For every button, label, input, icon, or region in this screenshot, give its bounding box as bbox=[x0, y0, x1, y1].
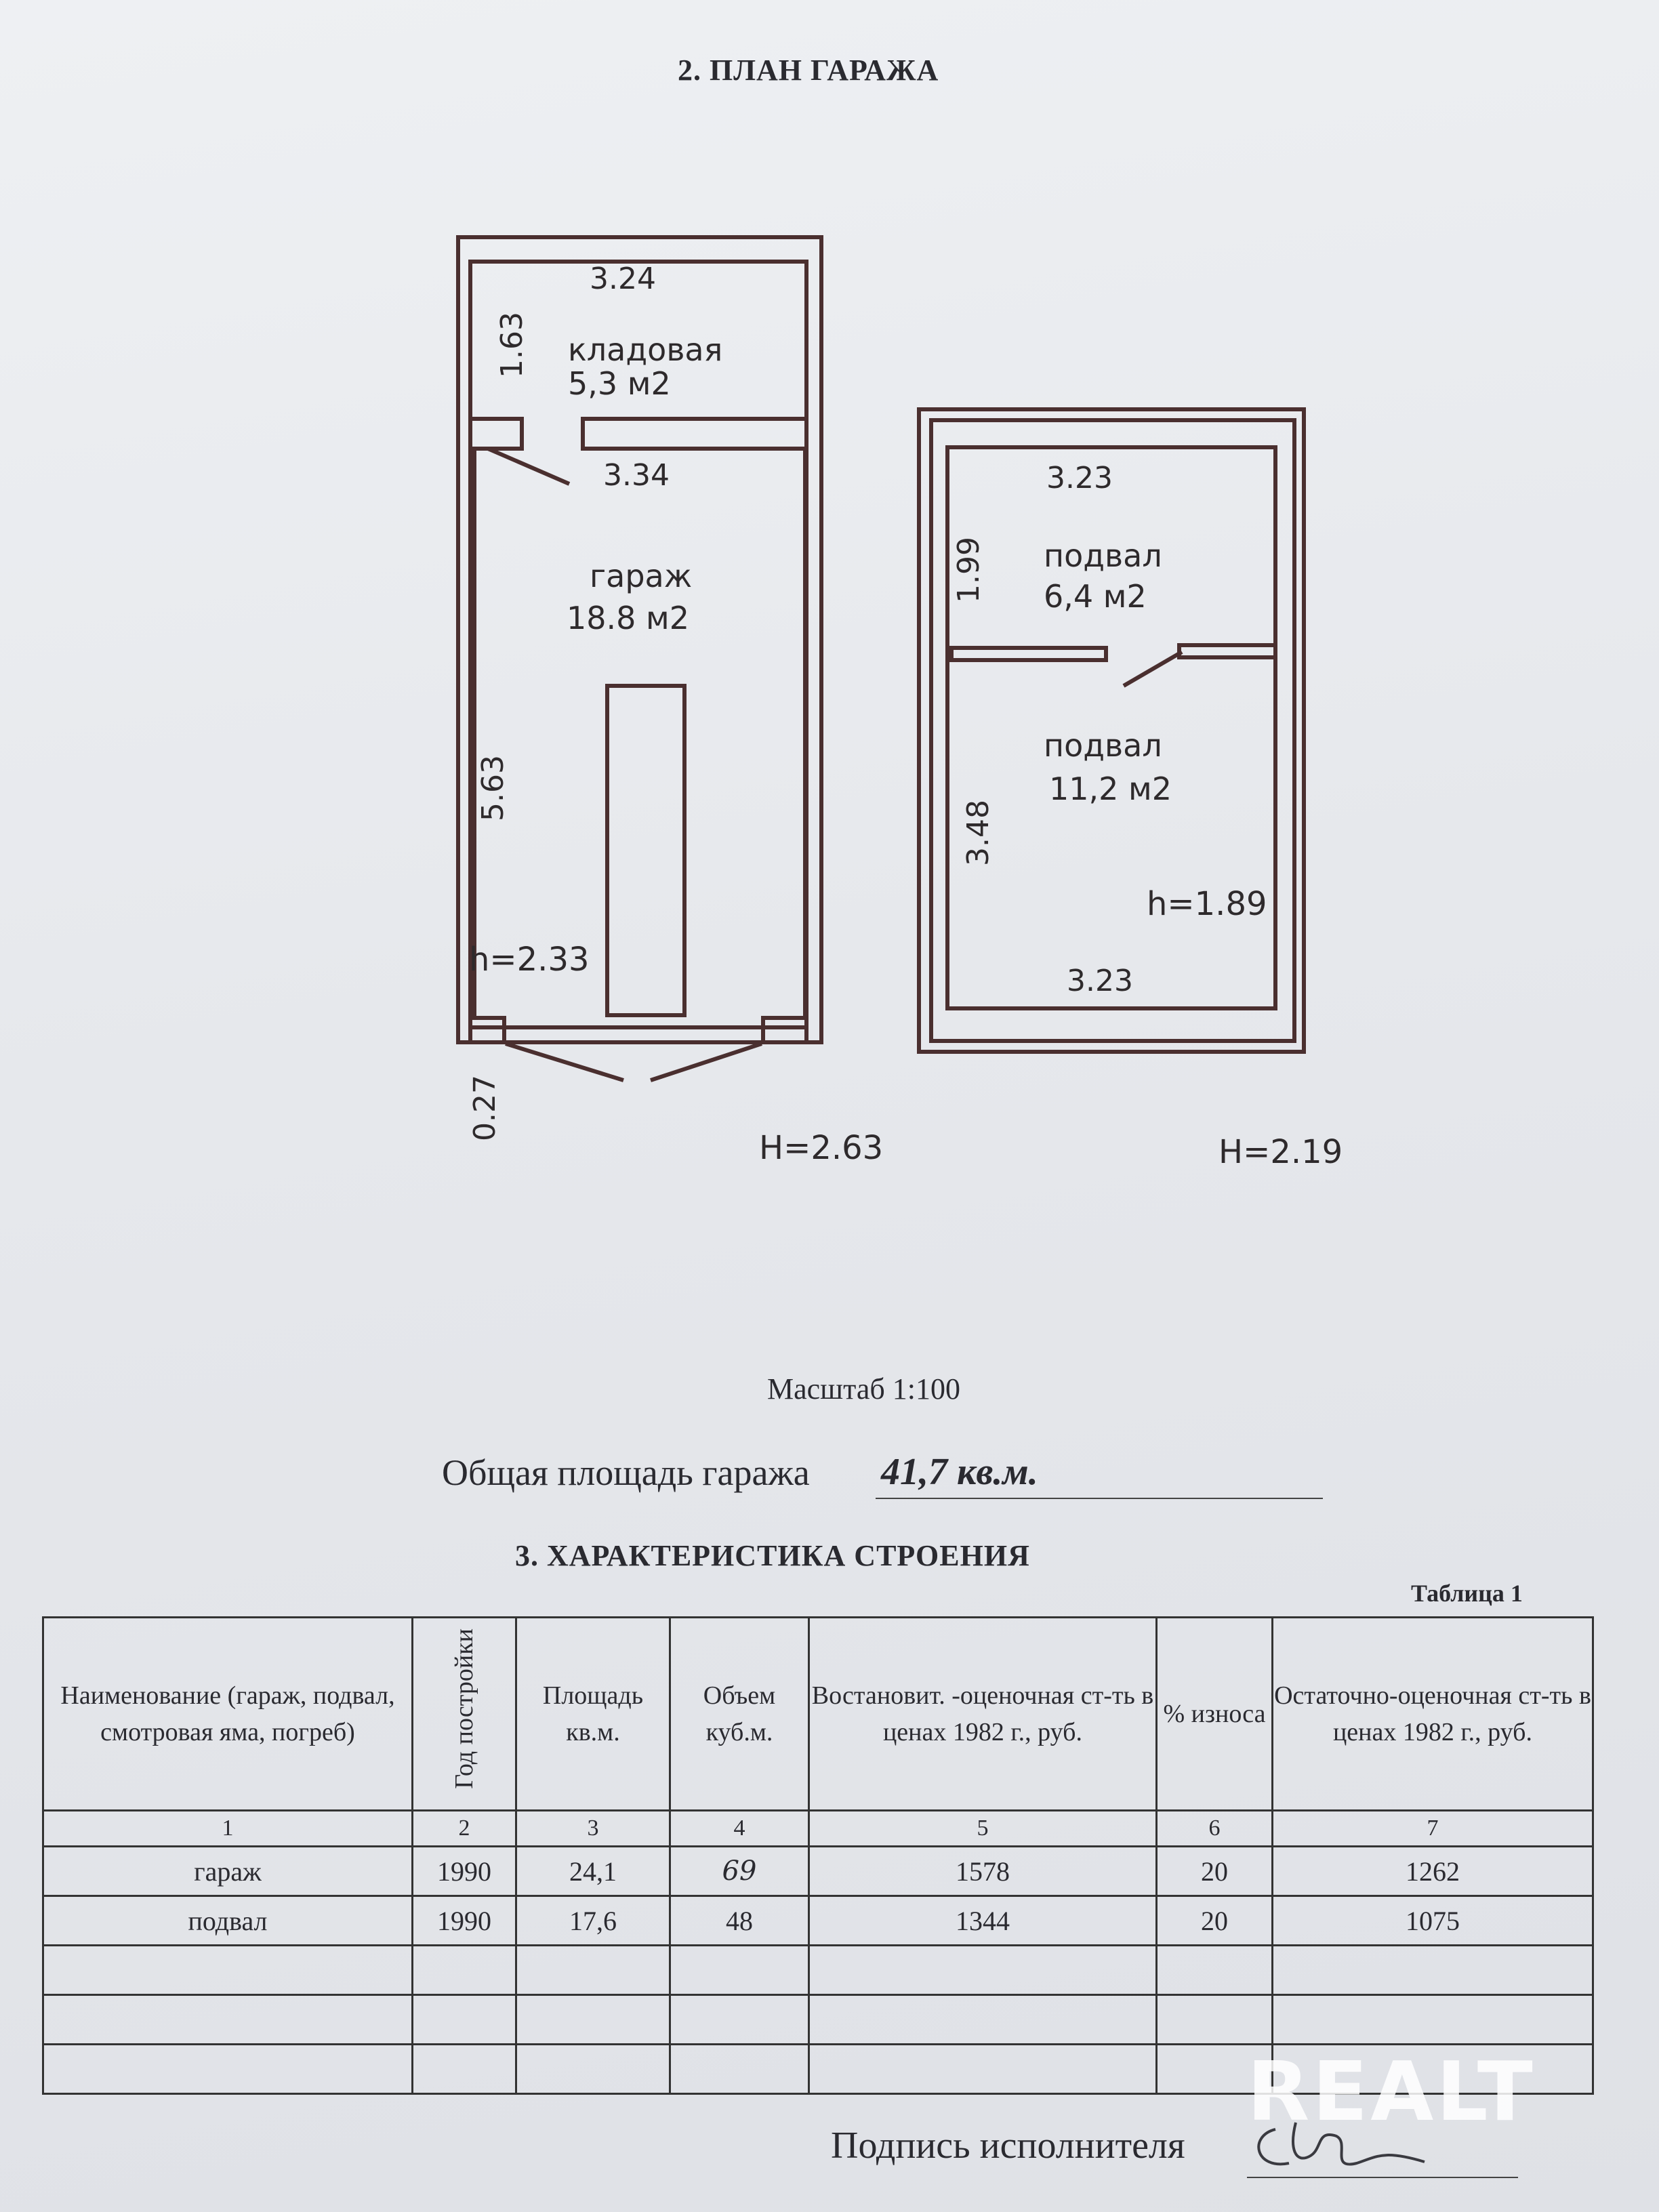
cellar-lower-name: подвал bbox=[1044, 727, 1162, 764]
garage-area: 18.8 м2 bbox=[567, 600, 689, 636]
table-cell: 20 bbox=[1155, 1895, 1273, 1946]
table-cell bbox=[808, 1994, 1158, 2045]
plan-heading: 2. ПЛАН ГАРАЖА bbox=[678, 54, 939, 87]
storage-area: 5,3 м2 bbox=[568, 365, 671, 402]
cellar-lower-dim-side: 3.48 bbox=[961, 800, 996, 866]
table-header-row: Наименование (гараж, подвал, смотровая я… bbox=[42, 1616, 1594, 1811]
storage-dim-top: 3.24 bbox=[590, 262, 656, 296]
table-cell bbox=[42, 1994, 413, 2045]
signature-underline bbox=[1247, 2177, 1518, 2178]
table-cell: 20 bbox=[1155, 1845, 1273, 1897]
table-cell: 1578 bbox=[808, 1845, 1158, 1897]
table-cell: 24,1 bbox=[515, 1845, 671, 1897]
table-cell bbox=[808, 2043, 1158, 2095]
col-residual-cost-header: Остаточно-оценочная ст-ть в ценах 1982 г… bbox=[1271, 1616, 1594, 1811]
table-cell bbox=[42, 1944, 413, 1996]
table-label: Таблица 1 bbox=[1411, 1580, 1523, 1607]
table-cell: 1990 bbox=[411, 1895, 517, 1946]
table-cell bbox=[1271, 1994, 1594, 2045]
table-cell: гараж bbox=[42, 1845, 413, 1897]
scale-label: Масштаб 1:100 bbox=[767, 1372, 960, 1406]
table-cell: 17,6 bbox=[515, 1895, 671, 1946]
signature-scribble bbox=[1257, 2122, 1425, 2166]
table-row-empty bbox=[42, 2043, 1594, 2095]
col-volume-header: Объем куб.м. bbox=[669, 1616, 810, 1811]
garage-name: гараж bbox=[590, 558, 692, 594]
cellar-upper-dim-side: 1.99 bbox=[951, 537, 986, 603]
table-cell bbox=[515, 2043, 671, 2095]
col-wear-header: % износа bbox=[1155, 1616, 1273, 1811]
cellar-lower-height: h=1.89 bbox=[1147, 885, 1267, 923]
table-cell: подвал bbox=[42, 1895, 413, 1946]
cellar-lower-area: 11,2 м2 bbox=[1049, 771, 1172, 807]
table-cell bbox=[515, 1944, 671, 1996]
table-cell bbox=[411, 1944, 517, 1996]
cellar-total-height: H=2.19 bbox=[1218, 1133, 1343, 1171]
table-row-garage: гараж 1990 24,1 69 1578 20 1262 bbox=[42, 1845, 1594, 1897]
table-row-cellar: подвал 1990 17,6 48 1344 20 1075 bbox=[42, 1895, 1594, 1946]
characteristics-heading: 3. ХАРАКТЕРИСТИКА СТРОЕНИЯ bbox=[515, 1539, 1030, 1572]
total-area-label: Общая площадь гаража bbox=[442, 1452, 810, 1493]
table-cell bbox=[1271, 1944, 1594, 1996]
table-cell: 1262 bbox=[1271, 1845, 1594, 1897]
table-column-numbers: 1 2 3 4 5 6 7 bbox=[42, 1809, 1594, 1847]
storage-dim-bottom: 3.34 bbox=[603, 458, 670, 493]
total-area-underline bbox=[876, 1498, 1323, 1499]
cellar-upper-name: подвал bbox=[1044, 537, 1162, 574]
table-cell bbox=[1155, 2043, 1273, 2095]
table-cell bbox=[808, 1944, 1158, 1996]
col-replacement-cost-header: Востановит. -оценочная ст-ть в ценах 198… bbox=[808, 1616, 1158, 1811]
col-year-header: Год постройки bbox=[411, 1616, 517, 1811]
table-cell bbox=[411, 2043, 517, 2095]
col-area-header: Площадь кв.м. bbox=[515, 1616, 671, 1811]
garage-dim-side: 5.63 bbox=[476, 755, 510, 821]
table-cell bbox=[1271, 2043, 1594, 2095]
garage-total-height: H=2.63 bbox=[759, 1129, 883, 1167]
table-cell bbox=[1155, 1944, 1273, 1996]
table-cell bbox=[515, 1994, 671, 2045]
total-area-value: 41,7 кв.м. bbox=[881, 1451, 1038, 1493]
table-cell bbox=[42, 2043, 413, 2095]
characteristics-table: Наименование (гараж, подвал, смотровая я… bbox=[42, 1616, 1594, 2095]
col-number: 6 bbox=[1155, 1809, 1273, 1847]
table-cell bbox=[1155, 1994, 1273, 2045]
col-number: 7 bbox=[1271, 1809, 1594, 1847]
col-number: 4 bbox=[669, 1809, 810, 1847]
garage-height: h=2.33 bbox=[469, 941, 590, 979]
storage-dim-side: 1.63 bbox=[495, 312, 529, 378]
table-cell bbox=[669, 1994, 810, 2045]
cellar-upper-area: 6,4 м2 bbox=[1044, 578, 1147, 615]
table-cell: 1344 bbox=[808, 1895, 1158, 1946]
col-number: 3 bbox=[515, 1809, 671, 1847]
table-cell-handwritten: 69 bbox=[669, 1845, 810, 1897]
table-cell bbox=[669, 2043, 810, 2095]
garage-door-dim: 0.27 bbox=[468, 1075, 502, 1141]
plan-walls bbox=[456, 235, 1306, 1082]
table-cell: 1075 bbox=[1271, 1895, 1594, 1946]
cellar-lower-dim-bottom: 3.23 bbox=[1067, 964, 1133, 998]
cellar-upper-dim-top: 3.23 bbox=[1046, 461, 1113, 495]
table-cell: 1990 bbox=[411, 1845, 517, 1897]
garage-floor-plan: 3.24 1.63 кладовая 5,3 м2 3.34 гараж 18.… bbox=[456, 235, 1343, 1171]
table-cell bbox=[669, 1944, 810, 1996]
table-row-empty bbox=[42, 1944, 1594, 1996]
signature-label: Подпись исполнителя bbox=[831, 2125, 1185, 2167]
storage-name: кладовая bbox=[568, 331, 722, 368]
col-number: 1 bbox=[42, 1809, 413, 1847]
col-number: 5 bbox=[808, 1809, 1158, 1847]
col-name-header: Наименование (гараж, подвал, смотровая я… bbox=[42, 1616, 413, 1811]
col-number: 2 bbox=[411, 1809, 517, 1847]
table-cell bbox=[411, 1994, 517, 2045]
table-row-empty bbox=[42, 1994, 1594, 2045]
table-cell: 48 bbox=[669, 1895, 810, 1946]
